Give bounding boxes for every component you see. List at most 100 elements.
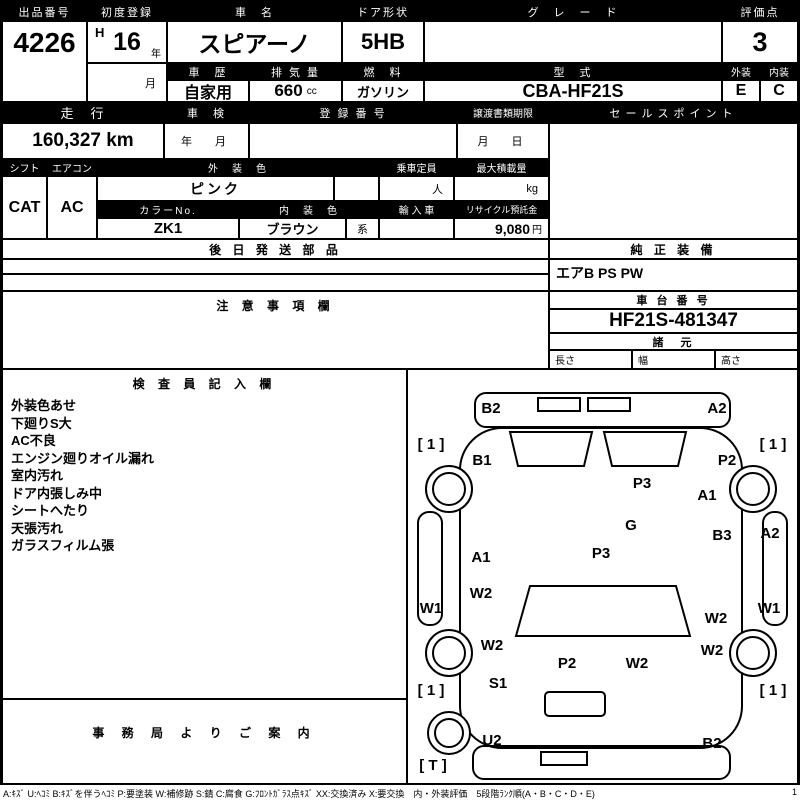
color-no-value: ZK1 <box>98 219 238 238</box>
wheel-front-right-inner <box>736 636 770 670</box>
inspector-note-item: ドア内張しみ中 <box>11 485 103 501</box>
exterior-color-value: ピンク <box>98 177 333 200</box>
chassis-number-header: 車 台 番 号 <box>550 292 797 308</box>
inspector-note-item: ガラスフィルム張 <box>11 538 115 553</box>
damage-code-label: W1 <box>758 600 781 617</box>
shift-value: CAT <box>3 177 46 238</box>
damage-code-label: U2 <box>482 732 501 749</box>
wheel-front-left-inner <box>432 636 466 670</box>
recycle-deposit-number: 9,080 <box>494 220 530 237</box>
mileage-value: 160,327 km <box>3 124 163 158</box>
first-registration-header: 初度登録 <box>88 3 166 20</box>
damage-code-label: W2 <box>481 637 504 654</box>
exterior-color-header: 外 装 色 <box>98 160 378 175</box>
first-registration-month: 月 <box>88 64 166 101</box>
later-parts-title: 後 日 発 送 部 品 <box>3 240 548 258</box>
inspector-title: 検 査 員 記 入 欄 <box>132 377 277 391</box>
damage-code-label: W1 <box>420 600 443 617</box>
wheel-rear-left-inner <box>432 472 466 506</box>
shaken-value: 年 月 <box>165 124 248 158</box>
damage-code-label: [ 1 ] <box>418 682 445 699</box>
auction-number-text: 4226 <box>13 27 76 58</box>
legend-page-number: 1 <box>791 787 797 797</box>
grade-value <box>425 22 721 62</box>
registration-number-value <box>250 124 456 158</box>
damage-code-label: P3 <box>633 475 651 492</box>
aircon-header: エアコン <box>48 160 96 175</box>
history-value: 自家用 <box>168 81 248 101</box>
car-body-shape <box>459 427 743 749</box>
glass-panel-left <box>508 431 594 467</box>
damage-code-label: G <box>625 517 637 534</box>
model-code-value: CBA-HF21S <box>425 81 721 101</box>
bumper-detail <box>587 397 631 412</box>
width-cell: 幅 <box>633 351 714 368</box>
spare-tire-inner <box>434 718 464 748</box>
score-value: 3 <box>723 22 797 62</box>
exterior-grade-header: 外装 <box>723 64 759 79</box>
imported-value <box>380 219 453 238</box>
damage-code-label: A2 <box>760 525 779 542</box>
front-bumper-shape <box>472 745 731 780</box>
interior-color-header: 内 装 色 <box>240 202 378 217</box>
fuel-header: 燃 料 <box>343 64 423 79</box>
damage-code-label: A1 <box>697 487 716 504</box>
car-name-value: スピアーノ <box>168 22 341 62</box>
damage-code-label: W2 <box>626 655 649 672</box>
transfer-deadline-value: 月 日 <box>458 124 548 158</box>
damage-code-label: W2 <box>701 642 724 659</box>
damage-code-label: A1 <box>471 549 490 566</box>
office-box: 事 務 局 よ り ご 案 内 <box>3 700 406 783</box>
transfer-deadline-header: 譲渡書類期限 <box>458 103 548 122</box>
first-registration-value: H 16 年 <box>88 22 166 62</box>
exterior-grade-value: E <box>723 81 759 101</box>
displacement-value: 660 cc <box>250 81 341 101</box>
displacement-number: 660 <box>274 81 303 100</box>
equipment-title: 純 正 装 備 <box>550 240 797 258</box>
damage-code-label: W2 <box>470 585 493 602</box>
rocker-panel-right <box>762 511 788 626</box>
sales-point-value <box>550 124 797 238</box>
color-no-header: カラーNo. <box>98 202 238 217</box>
mileage-header: 走 行 <box>3 103 163 122</box>
score-header: 評価点 <box>723 3 797 20</box>
rocker-panel-left <box>417 511 443 626</box>
max-load-header: 最大積載量 <box>455 160 548 175</box>
caution-box: 注 意 事 項 欄 <box>3 292 548 368</box>
era-label: H <box>95 25 105 40</box>
exterior-color-extra <box>335 177 378 200</box>
damage-code-label: [ 1 ] <box>418 436 445 453</box>
inspector-note-item: AC不良 <box>11 433 56 448</box>
damage-code-label: B2 <box>481 400 500 417</box>
height-cell: 高さ <box>716 351 797 368</box>
model-code-header: 型 式 <box>425 64 721 79</box>
first-registration-year: 16 <box>113 27 141 56</box>
inspector-note-item: エンジン廻りオイル漏れ <box>11 450 155 466</box>
length-cell: 長さ <box>550 351 631 368</box>
damage-code-label: [ 1 ] <box>760 682 787 699</box>
damage-code-label: W2 <box>705 610 728 627</box>
windshield-shape <box>514 585 692 637</box>
inspector-note-item: シートへたり <box>11 503 90 518</box>
year-unit: 年 <box>151 49 161 60</box>
license-plate-shape <box>544 691 606 717</box>
glass-panel-right <box>602 431 688 467</box>
capacity-unit: 人 <box>380 177 453 200</box>
damage-code-label: B2 <box>702 735 721 752</box>
damage-code-label: S1 <box>489 675 507 692</box>
later-parts-row <box>3 260 548 273</box>
auction-number-value: 4226 <box>3 22 86 101</box>
chassis-number-value: HF21S-481347 <box>550 310 797 332</box>
displacement-unit: cc <box>306 85 317 97</box>
shaken-header: 車 検 <box>165 103 248 122</box>
damage-code-label: P2 <box>558 655 576 672</box>
damage-code-label: P3 <box>592 545 610 562</box>
dimensions-header: 諸 元 <box>550 334 797 349</box>
capacity-header: 乗車定員 <box>380 160 453 175</box>
